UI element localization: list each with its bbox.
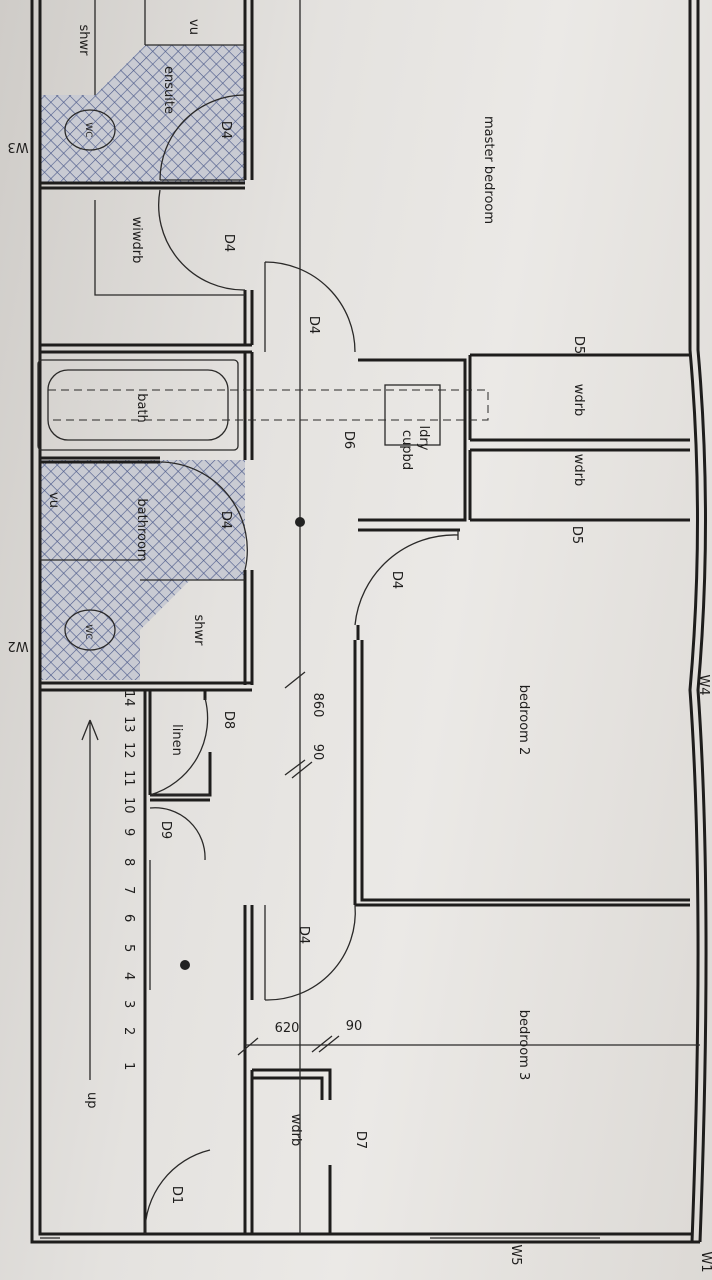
label-bath: bath — [134, 393, 149, 423]
label-door: D1 — [169, 1186, 184, 1204]
label-bedroom-2: bedroom 2 — [516, 685, 531, 756]
dimension-860: 860 — [310, 693, 325, 718]
label-window: W3 — [7, 139, 28, 154]
stair-step: 11 — [121, 770, 136, 787]
stair-step: 1 — [121, 1062, 136, 1070]
light-point-icon — [180, 960, 190, 970]
ensuite-tiles — [40, 45, 245, 183]
staircase[interactable]: 14 13 12 11 10 9 8 7 6 5 4 3 2 1 up — [81, 690, 136, 1109]
dimension-90: 90 — [310, 744, 325, 761]
stair-step: 14 — [121, 690, 136, 707]
label-wc: WC — [83, 122, 93, 137]
dimension-labels: 860 90 620 90 — [275, 693, 363, 1036]
label-door: D4 — [218, 511, 233, 529]
toilet-icon — [64, 609, 116, 651]
stair-step: 12 — [121, 742, 136, 759]
label-door: D5 — [569, 526, 584, 544]
dimension-90: 90 — [346, 1019, 363, 1034]
bathtub-icon — [37, 359, 239, 451]
door-labels: D4 D4 D4 D4 D4 D4 D5 D5 D6 D7 D8 D9 D1 — [158, 121, 586, 1204]
door-swings — [144, 94, 459, 1235]
label-door: D5 — [571, 336, 586, 354]
label-door: D4 — [218, 121, 233, 139]
label-shwr: shwr — [191, 615, 206, 647]
label-door: D4 — [221, 234, 236, 252]
label-door: D4 — [296, 926, 311, 944]
exterior-walls — [30, 0, 708, 1244]
stair-step: 10 — [121, 797, 136, 814]
stair-step: 8 — [121, 858, 136, 866]
label-linen: linen — [169, 724, 184, 756]
label-window: W4 — [696, 674, 711, 695]
stair-step: 6 — [121, 914, 136, 922]
label-window: W1 — [698, 1251, 712, 1272]
bathroom-tiles — [40, 460, 245, 680]
label-bathroom: bathroom — [134, 498, 149, 561]
label-window: W5 — [508, 1244, 523, 1265]
label-bedroom-3: bedroom 3 — [516, 1010, 531, 1081]
stair-step: 13 — [121, 716, 136, 733]
stair-direction: up — [84, 1092, 99, 1109]
label-door: D9 — [158, 821, 173, 839]
label-wdrb: wdrb — [571, 454, 586, 486]
label-wiwdrb: wiwdrb — [129, 217, 144, 264]
label-cupbd: cupbd — [399, 430, 414, 470]
stair-step: 5 — [121, 944, 136, 952]
stair-step: 2 — [121, 1027, 136, 1035]
label-vu: vu — [186, 19, 201, 35]
label-door: D6 — [341, 431, 356, 449]
toilet-icon — [64, 109, 116, 151]
stair-step: 3 — [121, 1000, 136, 1008]
light-point-icon — [295, 517, 305, 527]
interior-walls — [40, 0, 690, 1234]
fixtures — [37, 0, 489, 970]
label-door: D8 — [221, 711, 236, 729]
label-door: D4 — [389, 571, 404, 589]
label-wc: WC — [83, 624, 93, 639]
stair-step: 4 — [121, 972, 136, 980]
room-labels: master bedroom ensuite shwr vu WC wiwdrb… — [46, 19, 586, 1146]
label-wdrb: wdrb — [288, 1114, 303, 1146]
label-ldry: ldry — [416, 426, 431, 451]
label-wdrb: wdrb — [571, 384, 586, 416]
label-ensuite: ensuite — [161, 66, 176, 114]
stair-step: 7 — [121, 886, 136, 894]
window-labels: W3 W4 W5 W1 W2 — [7, 139, 712, 1273]
label-vu: vu — [46, 492, 61, 508]
label-door: D4 — [306, 316, 321, 334]
dimension-line — [245, 0, 700, 1234]
dimension-620: 620 — [275, 1021, 300, 1036]
label-door: D7 — [353, 1131, 368, 1149]
label-window: W2 — [7, 638, 28, 653]
label-shwr: shwr — [76, 25, 91, 57]
stair-step: 9 — [121, 828, 136, 836]
label-master-bedroom: master bedroom — [481, 116, 496, 224]
